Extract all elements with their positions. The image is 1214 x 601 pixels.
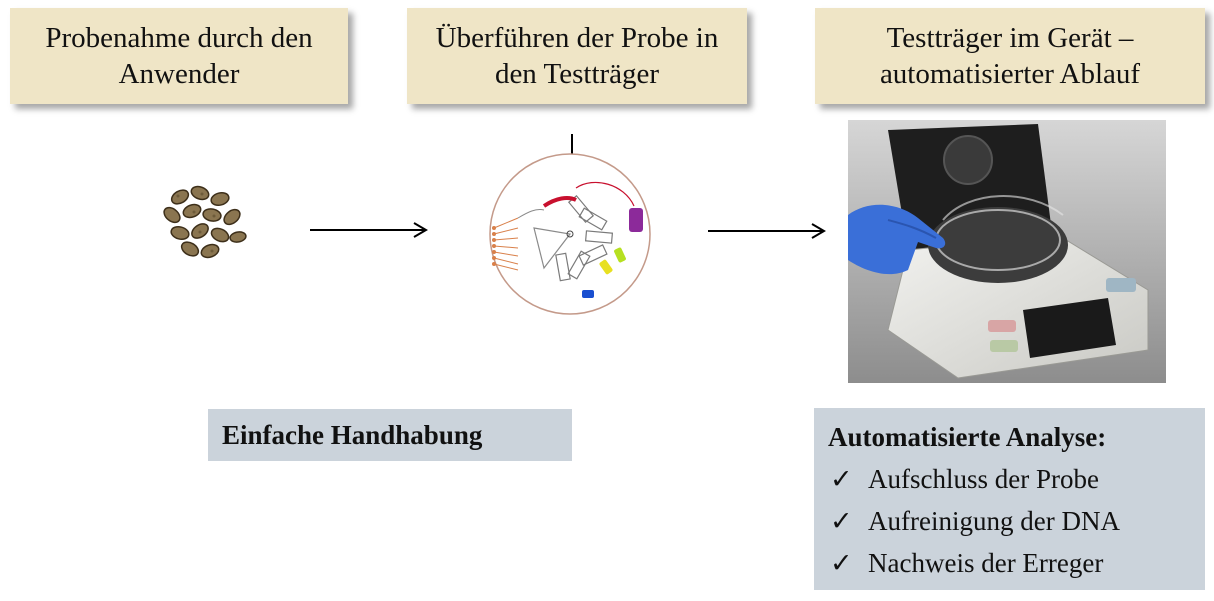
- seeds-image: [163, 185, 247, 259]
- arrow-right-icon: [310, 222, 428, 238]
- step-device-label: Testträger im Gerät – automatisierter Ab…: [879, 22, 1141, 90]
- summary-analysis-box: Automatisierte Analyse: ✓Aufschluss der …: [814, 408, 1205, 590]
- step-sampling-box: Probenahme durch den Anwender: [10, 8, 348, 104]
- step-transfer-box: Überführen der Probe in den Testträger: [407, 8, 747, 104]
- summary-handling-title: Einfache Handhabung: [222, 419, 483, 450]
- summary-handling-box: Einfache Handhabung: [208, 409, 572, 461]
- step-sampling-label: Probenahme durch den Anwender: [45, 22, 313, 90]
- list-item: ✓Aufschluss der Probe: [830, 462, 1120, 504]
- test-disc-icon: [489, 153, 651, 315]
- list-item: ✓Aufreinigung der DNA: [830, 504, 1120, 546]
- check-icon: ✓: [830, 506, 853, 536]
- summary-analysis-title: Automatisierte Analyse:: [828, 422, 1107, 452]
- analysis-checklist: ✓Aufschluss der Probe ✓Aufreinigung der …: [830, 462, 1120, 588]
- arrow-right-icon: [708, 223, 826, 239]
- analyzer-device-image: [848, 120, 1166, 383]
- list-item: ✓Nachweis der Erreger: [830, 546, 1120, 588]
- step-device-box: Testträger im Gerät – automatisierter Ab…: [815, 8, 1205, 104]
- check-icon: ✓: [830, 464, 853, 494]
- step-transfer-label: Überführen der Probe in den Testträger: [435, 22, 719, 90]
- check-icon: ✓: [830, 548, 853, 578]
